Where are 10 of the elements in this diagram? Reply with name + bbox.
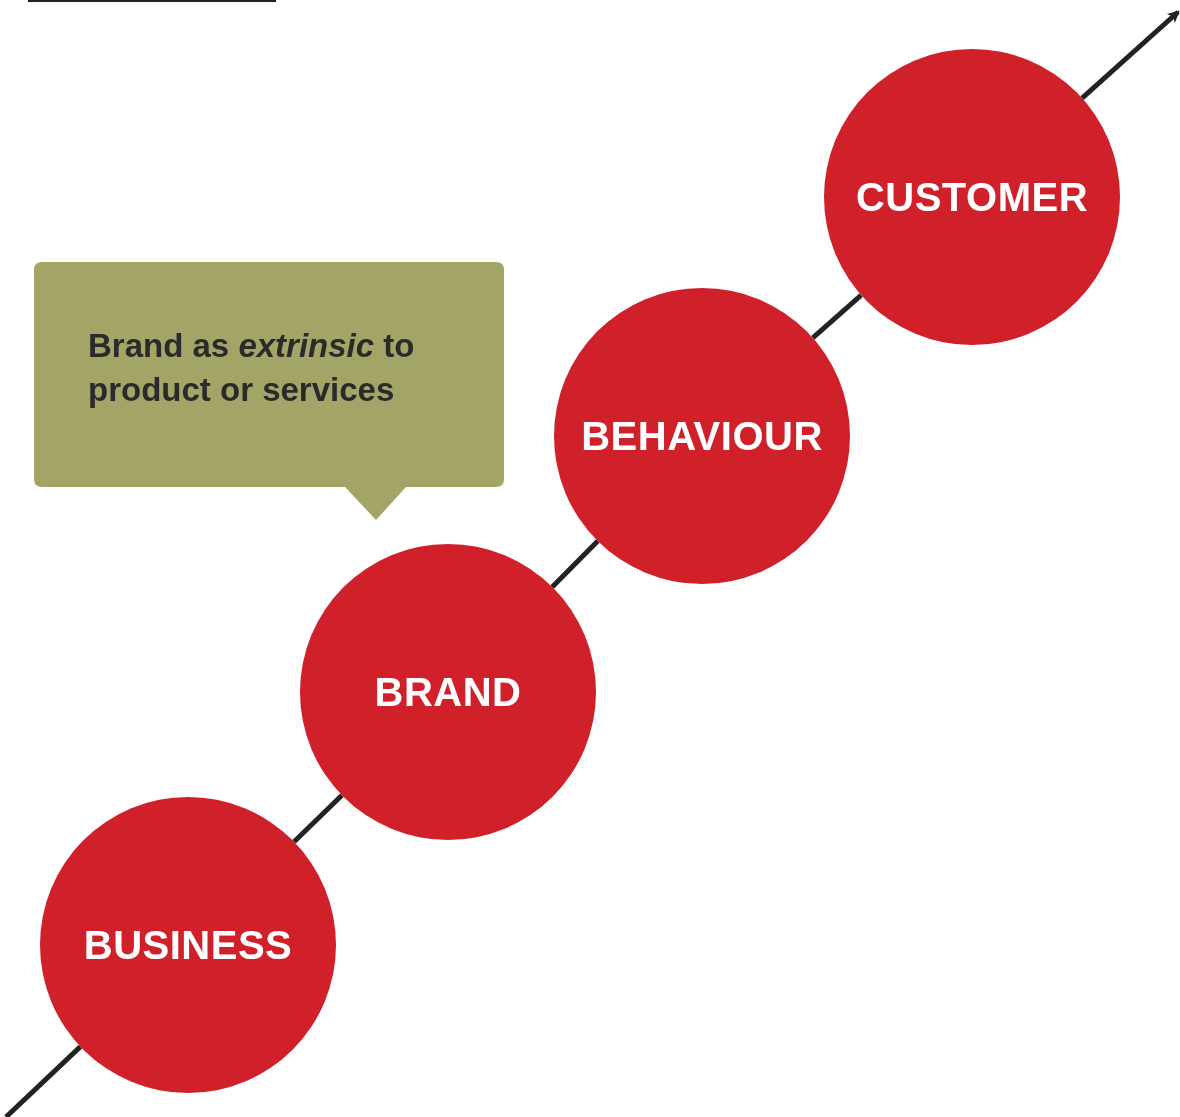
node-label: CUSTOMER	[855, 174, 1089, 220]
callout-text: Brand as extrinsic to product or services	[88, 326, 416, 410]
connector-line	[550, 539, 600, 589]
connector-line	[4, 1044, 83, 1117]
arrow	[1080, 10, 1180, 100]
connector-line	[811, 293, 863, 340]
connector-line	[292, 793, 344, 844]
node-label: BRAND	[374, 669, 522, 715]
node-label: BEHAVIOUR	[581, 413, 823, 459]
node-label: BUSINESS	[83, 922, 293, 968]
